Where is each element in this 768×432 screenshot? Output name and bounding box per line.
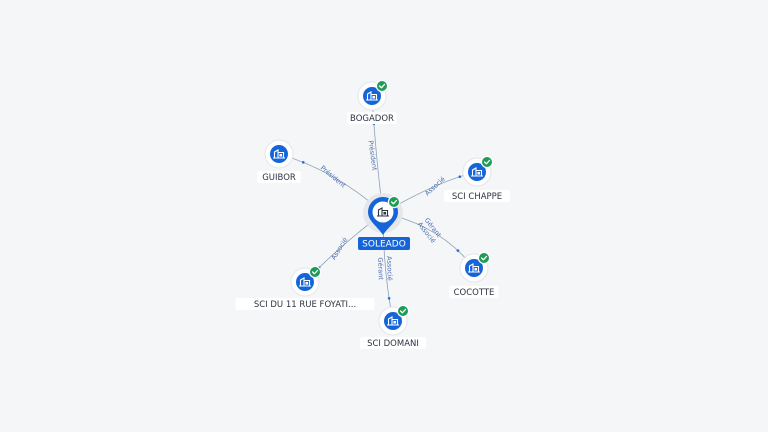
verified-check-icon bbox=[396, 304, 410, 318]
edge-arrow bbox=[387, 296, 391, 300]
verified-check-icon bbox=[477, 251, 491, 265]
node-label-bg bbox=[444, 190, 510, 202]
building-icon bbox=[387, 316, 399, 326]
node-label: COCOTTE bbox=[454, 288, 495, 298]
center-label-bg bbox=[358, 237, 410, 250]
node-label: SCI DU 11 RUE FOYATI... bbox=[254, 300, 356, 310]
node-guibor[interactable]: GUIBOR bbox=[257, 139, 301, 183]
node-label-bg bbox=[235, 298, 375, 310]
edge-role-label: Associé bbox=[423, 175, 447, 197]
building-icon bbox=[468, 263, 480, 273]
building-icon bbox=[366, 91, 378, 101]
node-sci-chappe[interactable]: SCI CHAPPE bbox=[444, 155, 510, 202]
center-pin-inner bbox=[372, 201, 394, 223]
building-icon bbox=[273, 149, 285, 159]
edge-arrow bbox=[456, 249, 460, 252]
node-bogador[interactable]: BOGADOR bbox=[347, 79, 397, 124]
verified-check-icon bbox=[480, 155, 494, 169]
edge-role-label: Président bbox=[366, 140, 378, 172]
node-label-bg bbox=[257, 171, 301, 183]
edge-role-label: Gérant bbox=[376, 257, 385, 280]
verified-check-icon bbox=[375, 79, 389, 93]
node-cocotte[interactable]: COCOTTE bbox=[449, 251, 499, 298]
building-icon bbox=[299, 277, 311, 287]
node-label-bg bbox=[449, 286, 499, 298]
edge-role-label: Associé bbox=[330, 236, 350, 261]
building-icon bbox=[471, 167, 483, 177]
node-label: SCI DOMANI bbox=[367, 339, 419, 349]
center-label: SOLEADO bbox=[362, 240, 406, 250]
node-label-bg bbox=[347, 112, 397, 124]
node-sci-domani[interactable]: SCI DOMANI bbox=[360, 304, 426, 349]
node-label: GUIBOR bbox=[262, 173, 296, 183]
edge-arrow bbox=[301, 161, 305, 164]
node-label: BOGADOR bbox=[350, 114, 394, 124]
node-label-bg bbox=[360, 337, 426, 349]
nodes-layer: BOGADOR GUIBOR SCI CHAPPE COCOTTE SCI DOMANI… bbox=[235, 79, 510, 349]
edge-role-label: Associé bbox=[385, 256, 394, 281]
building-icon bbox=[377, 207, 389, 217]
verified-check-icon bbox=[387, 195, 401, 209]
node-label: SCI CHAPPE bbox=[452, 192, 502, 202]
center-node[interactable]: SOLEADO bbox=[358, 193, 410, 250]
edge-role-label: Président bbox=[319, 164, 348, 190]
edge-arrow bbox=[458, 175, 462, 179]
verified-check-icon bbox=[308, 265, 322, 279]
node-sci-du-11[interactable]: SCI DU 11 RUE FOYATI... bbox=[235, 265, 375, 310]
